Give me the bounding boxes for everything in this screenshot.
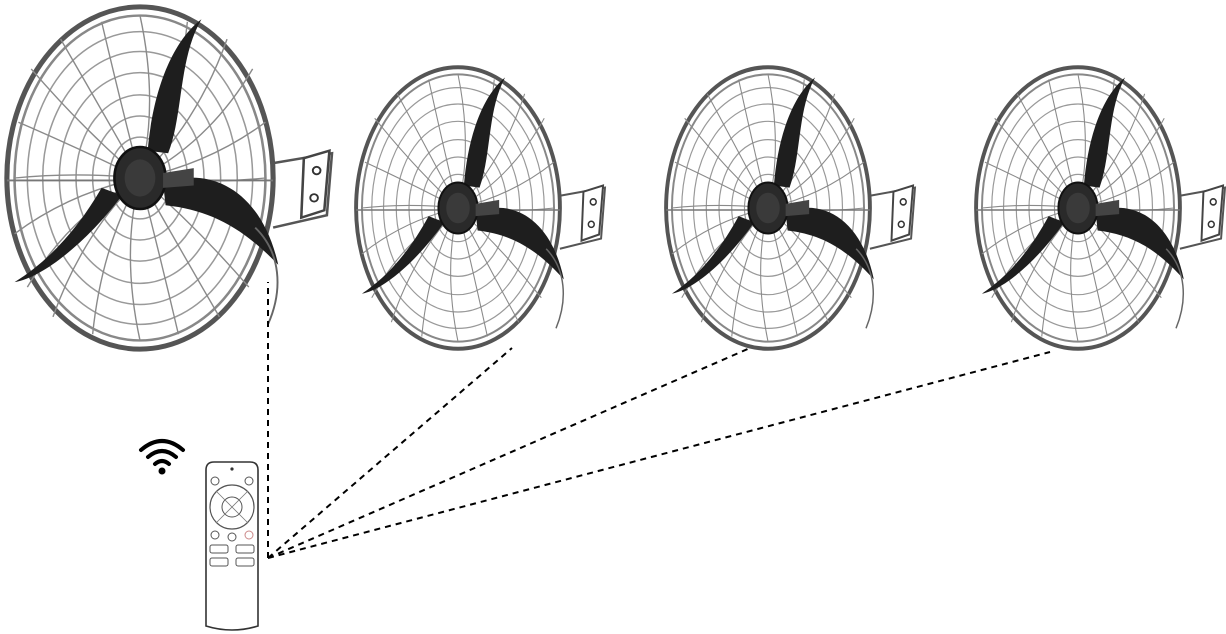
- fan-1: [7, 7, 332, 349]
- connection-fan-3: [268, 348, 750, 558]
- fan-2: [356, 67, 605, 349]
- remote-control: [206, 462, 258, 630]
- fan-4: [976, 67, 1225, 349]
- wifi-signal-icon: [141, 441, 183, 475]
- connection-fan-4: [268, 352, 1050, 558]
- fan-3: [666, 67, 915, 349]
